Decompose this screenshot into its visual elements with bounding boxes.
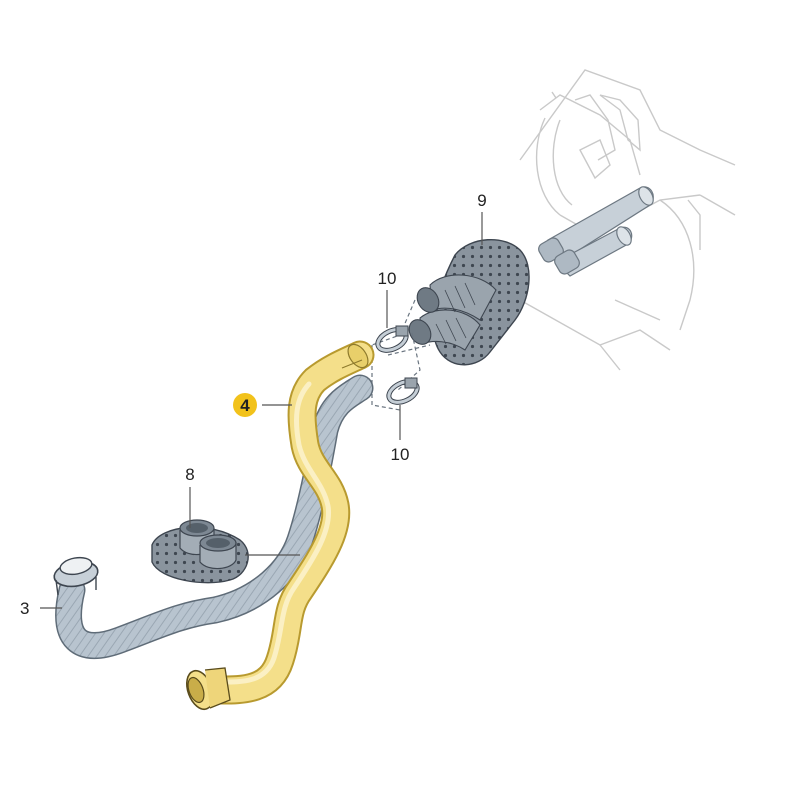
- highlight-badge: [233, 393, 257, 417]
- grommet-small: [151, 519, 249, 584]
- yellow-coolant-hose: [186, 340, 375, 711]
- hose-clamp-upper: [375, 325, 409, 353]
- part-number-10-lower: 10: [391, 445, 410, 464]
- part-label-10-lower: 10: [391, 445, 410, 464]
- part-number-9: 9: [477, 191, 486, 210]
- part-label-9: 9: [477, 191, 486, 210]
- part-label-10-upper: 10: [378, 269, 397, 288]
- grommet-large: [408, 238, 530, 366]
- part-number-3: 3: [20, 599, 29, 618]
- part-number-4: 4: [240, 396, 250, 415]
- part-label-3: 3: [20, 599, 29, 618]
- part-label-4: 4: [233, 393, 257, 417]
- hose-clamp-lower: [386, 377, 420, 405]
- vehicle-body-outline: [519, 69, 736, 371]
- part-number-10-upper: 10: [378, 269, 397, 288]
- coolant-pipe-stubs: [538, 186, 654, 277]
- grey-coolant-hose: [53, 374, 374, 659]
- part-number-8: 8: [185, 465, 194, 484]
- leader-lines: [40, 212, 483, 609]
- part-label-8: 8: [185, 465, 194, 484]
